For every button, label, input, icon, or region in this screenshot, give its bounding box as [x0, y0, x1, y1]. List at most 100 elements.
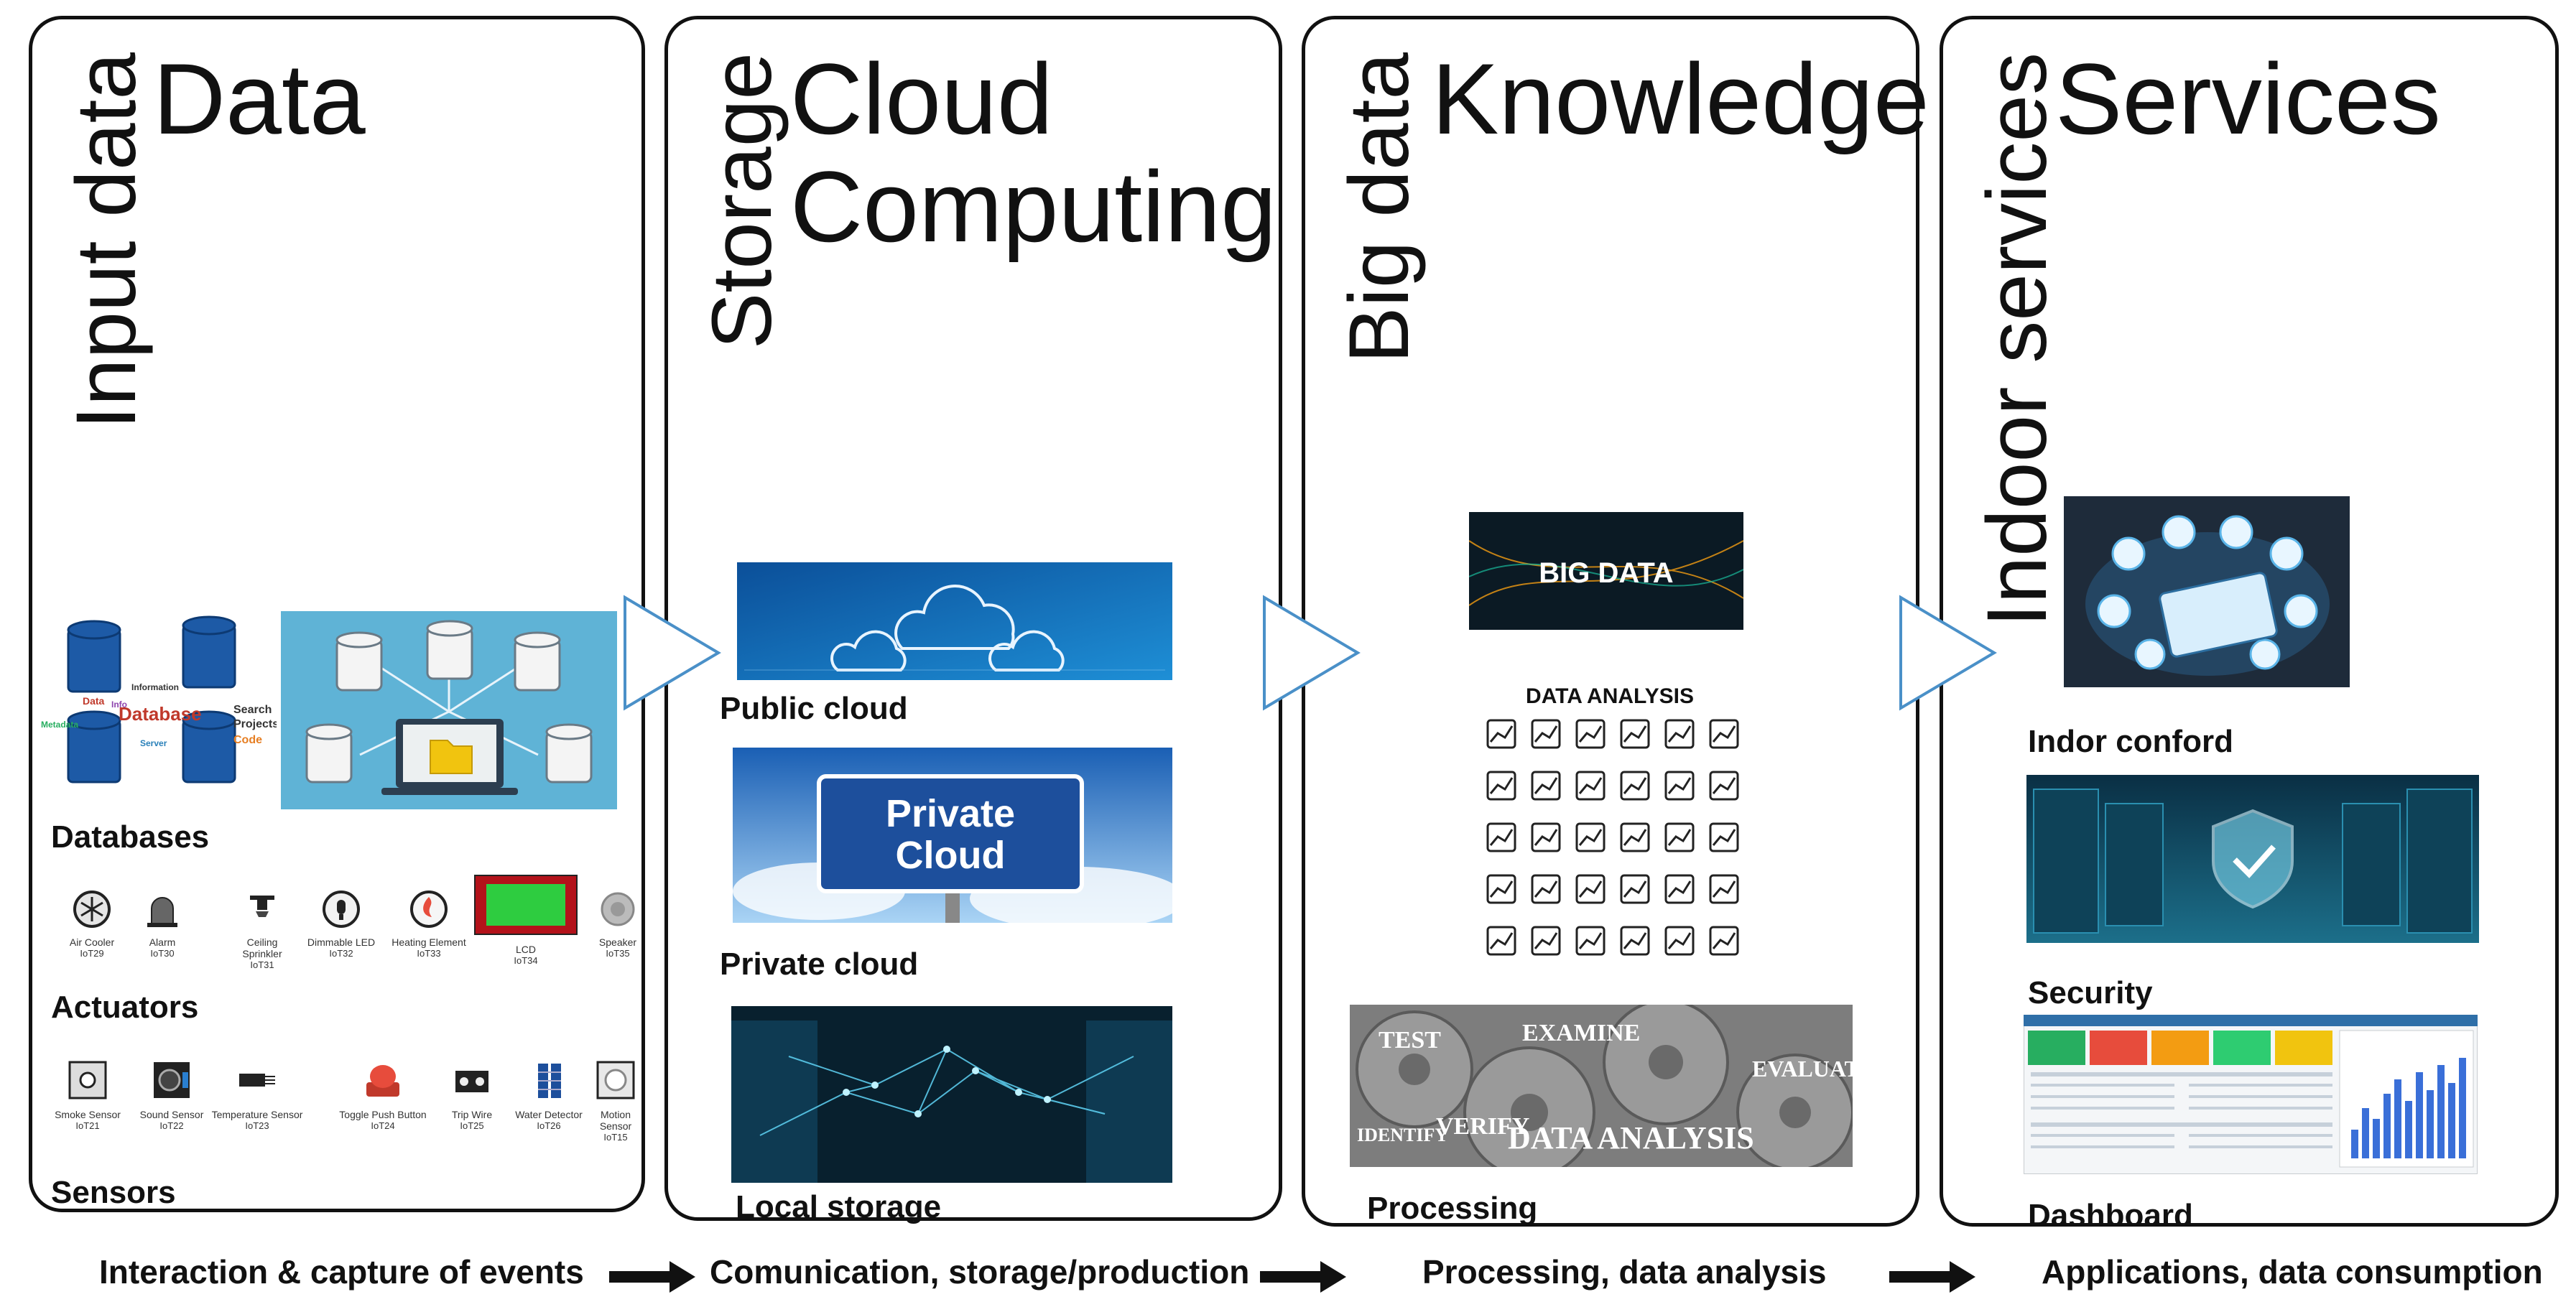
smoke-sensor-icon: [68, 1061, 107, 1099]
analysis-icon-line: [1534, 880, 1558, 898]
data-analysis-image: DATA ANALYSIS: [1472, 680, 1748, 977]
analysis-icon: [1531, 926, 1561, 956]
label-private-cloud: Private cloud: [720, 947, 919, 982]
dashboard-bar: [2416, 1072, 2423, 1158]
analysis-icon-line: [1667, 725, 1692, 743]
local-storage-image: [731, 1006, 1172, 1183]
label-processing: Processing: [1367, 1191, 1538, 1226]
sensor-push-button-name: Toggle Push Button: [339, 1109, 427, 1120]
actuator-speaker-name: Speaker: [598, 936, 637, 948]
actuator-dimmable-led: Dimmable LED IoT32: [307, 890, 376, 959]
db-word-metadata: Metadata: [41, 720, 78, 730]
db-word-search: Search: [233, 704, 272, 716]
dashboard-bar: [2448, 1083, 2455, 1158]
analysis-icon-line: [1623, 829, 1647, 846]
analysis-icon-line: [1578, 725, 1603, 743]
analysis-icon: [1531, 719, 1561, 749]
motion-sensor-icon: [596, 1061, 635, 1099]
panel-data-title: Data: [153, 42, 366, 155]
analysis-icon: [1575, 874, 1606, 904]
sensor-temperature: Temperature Sensor IoT23: [210, 1059, 304, 1131]
analysis-icon: [1709, 874, 1739, 904]
analysis-icon-line: [1623, 725, 1647, 743]
db-word-server: Server: [140, 738, 167, 748]
flow-label-applications: Applications, data consumption: [2042, 1253, 2543, 1291]
analysis-icon-line: [1712, 932, 1736, 949]
arrow-right-icon: [609, 1261, 695, 1293]
actuator-air-cooler-name: Air Cooler: [69, 936, 115, 948]
label-sensors: Sensors: [51, 1175, 176, 1210]
analysis-icon-line: [1712, 880, 1736, 898]
sensor-sound: Sound Sensor IoT22: [136, 1059, 208, 1131]
actuator-heating-element: Heating Element IoT33: [392, 890, 466, 959]
analysis-icon: [1709, 822, 1739, 852]
analysis-icon-line: [1667, 932, 1692, 949]
analysis-icon: [1709, 771, 1739, 801]
led-icon: [323, 891, 360, 928]
dashboard-bar: [2459, 1058, 2466, 1158]
analysis-icon: [1664, 874, 1695, 904]
analysis-icon: [1531, 822, 1561, 852]
private-sign-line1: Private: [886, 792, 1015, 835]
sensor-smoke-name: Smoke Sensor: [55, 1109, 121, 1120]
analysis-icon: [1709, 926, 1739, 956]
indoor-comfort-image: [2064, 496, 2350, 687]
security-image: [2026, 775, 2479, 943]
actuator-lcd-name: LCD: [515, 944, 536, 955]
label-databases: Databases: [51, 819, 210, 855]
actuator-alarm-name: Alarm: [149, 936, 176, 948]
sensor-sound-id: IoT22: [159, 1120, 184, 1132]
chevron-connector-1: [624, 595, 721, 711]
analysis-icon: [1620, 874, 1650, 904]
big-data-image: BIG DATA: [1469, 512, 1743, 630]
private-cloud-image: Private Cloud: [733, 748, 1172, 923]
actuator-alarm-id: IoT30: [150, 948, 175, 959]
db-word-information: Information: [131, 682, 179, 692]
analysis-icon-line: [1489, 777, 1514, 794]
analysis-icon: [1486, 822, 1516, 852]
label-public-cloud: Public cloud: [720, 691, 908, 726]
sensor-water-detector-name: Water Detector: [515, 1109, 583, 1120]
arrow-right-icon: [1889, 1261, 1975, 1293]
analysis-icon-line: [1667, 880, 1692, 898]
panel-knowledge: Big data Knowledge BIG DATA DATA ANALYSI…: [1302, 16, 1929, 1227]
actuator-heating-element-id: IoT33: [417, 948, 441, 959]
chevron-connector-3: [1899, 595, 1997, 711]
analysis-icon-line: [1578, 932, 1603, 949]
lcd-icon: [474, 875, 578, 935]
label-local-storage: Local storage: [736, 1189, 942, 1224]
label-actuators: Actuators: [51, 990, 199, 1025]
actuator-heating-element-name: Heating Element: [392, 936, 466, 948]
actuator-lcd-id: IoT34: [514, 955, 538, 967]
analysis-icon-line: [1578, 880, 1603, 898]
flow-label-processing: Processing, data analysis: [1422, 1253, 1827, 1291]
arrow-right-icon: [1260, 1261, 1346, 1293]
actuator-dimmable-led-name: Dimmable LED: [307, 936, 376, 948]
analysis-icon-line: [1712, 777, 1736, 794]
analysis-icon: [1620, 771, 1650, 801]
analysis-icon: [1575, 926, 1606, 956]
sensor-motion: Motion Sensor IoT15: [588, 1059, 643, 1143]
flow-label-storage: Comunication, storage/production: [710, 1253, 1250, 1291]
analysis-icon: [1575, 771, 1606, 801]
analysis-icon-line: [1712, 725, 1736, 743]
db-word-data: Data: [83, 695, 105, 707]
actuator-air-cooler: Air Cooler IoT29: [60, 890, 124, 959]
sensor-smoke: Smoke Sensor IoT21: [51, 1059, 124, 1131]
dashboard-bar: [2437, 1065, 2445, 1158]
analysis-icon: [1664, 719, 1695, 749]
analysis-icon: [1531, 874, 1561, 904]
alarm-icon: [147, 897, 177, 927]
sensor-temperature-id: IoT23: [245, 1120, 269, 1132]
public-cloud-image: [737, 562, 1172, 680]
analysis-icon: [1664, 926, 1695, 956]
big-data-text: BIG DATA: [1539, 557, 1673, 589]
analysis-icon-line: [1667, 829, 1692, 846]
panel-cloud-title: Cloud Computing: [790, 42, 1277, 263]
sensor-push-button-id: IoT24: [371, 1120, 395, 1132]
actuator-ceiling-sprinkler: Ceiling Sprinkler IoT31: [226, 890, 298, 970]
analysis-icon: [1575, 719, 1606, 749]
analysis-icon-line: [1667, 777, 1692, 794]
sensor-motion-id: IoT15: [603, 1132, 628, 1143]
actuator-dimmable-led-id: IoT32: [329, 948, 353, 959]
